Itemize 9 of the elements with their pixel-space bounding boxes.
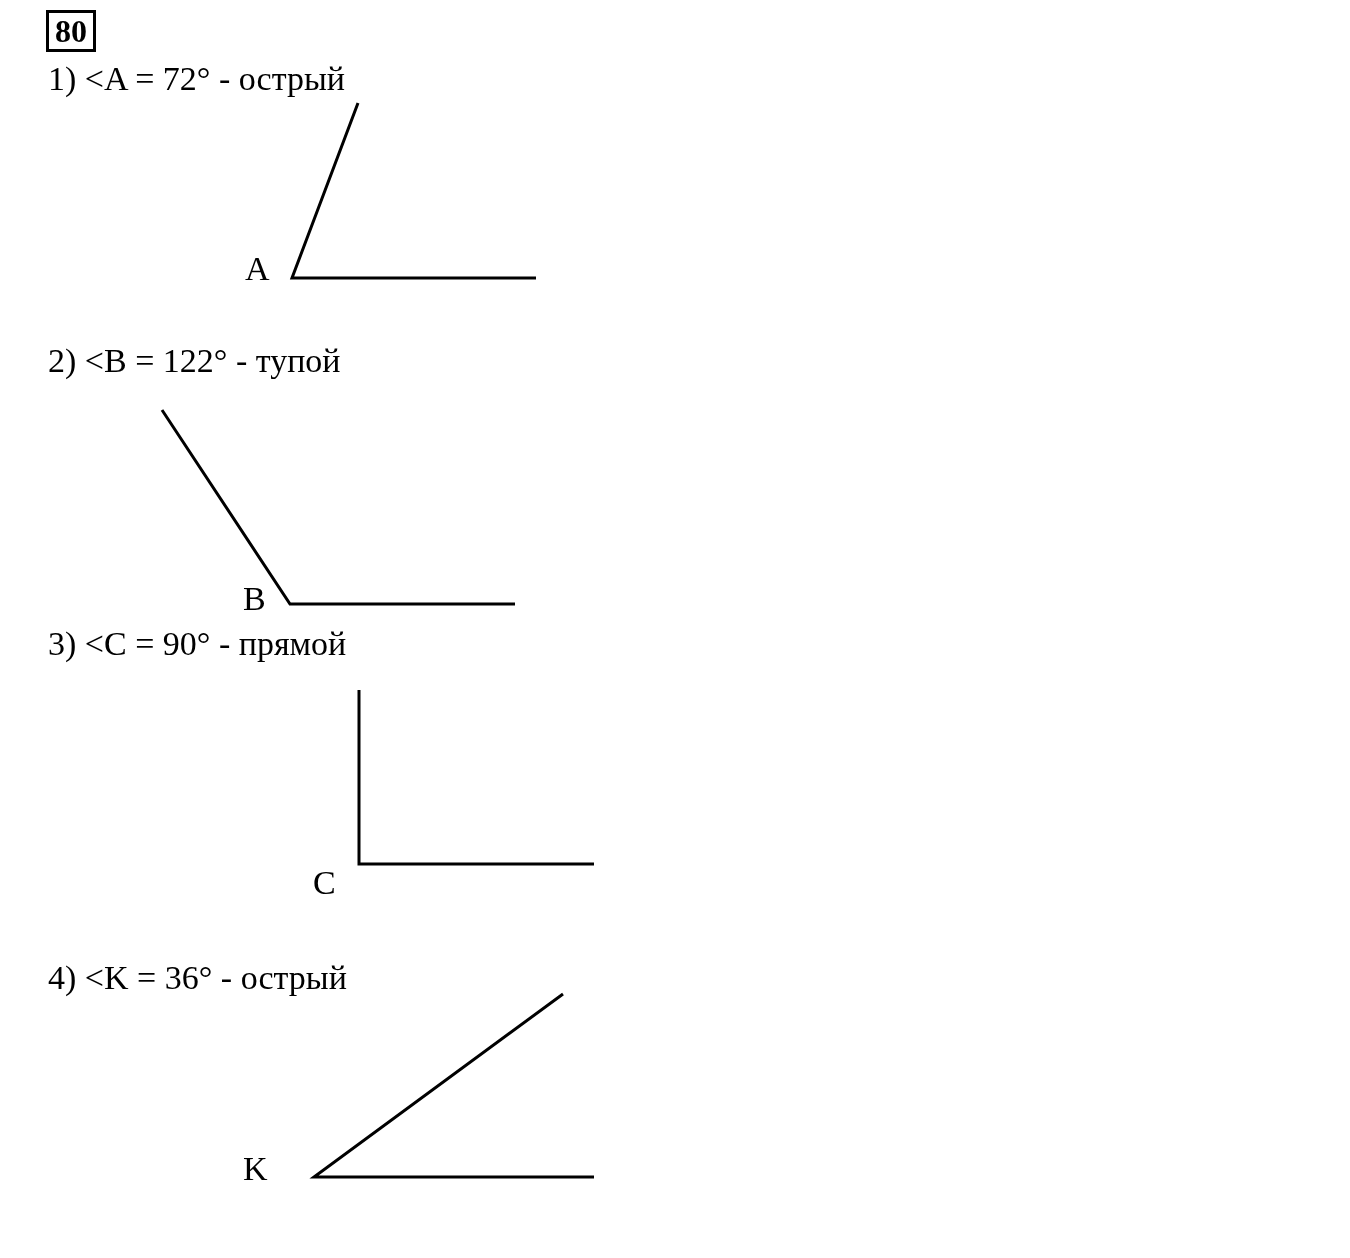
exercise-statement: 4) <K = 36° - острый	[48, 961, 347, 995]
exercise-statement: 3) <C = 90° - прямой	[48, 627, 347, 661]
vertex-letter: B	[243, 582, 266, 616]
vertex-letter: C	[313, 866, 336, 900]
exercise-number: 80	[46, 10, 96, 52]
vertex-letter: K	[243, 1152, 268, 1186]
vertex-letter: A	[245, 252, 270, 286]
exercise-statement: 2) <B = 122° - тупой	[48, 344, 341, 378]
exercise-statement: 1) <A = 72° - острый	[48, 62, 346, 96]
